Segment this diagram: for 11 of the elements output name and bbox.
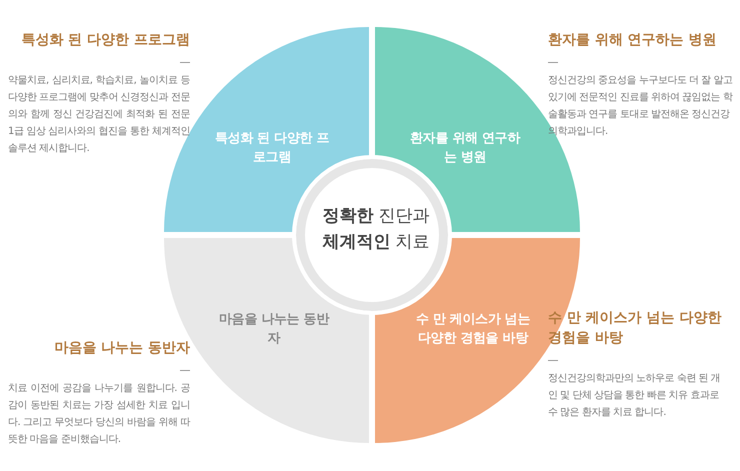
quadrant-label: 마음을 나누는 동반자	[218, 311, 330, 348]
center-label: 정확한 진단과 체계적인 치료	[322, 205, 430, 254]
description-text: 치료 이전에 공감을 나누기를 원합니다. 공감이 동반된 치료는 가장 섬세한 치료 입니다. 그리고 무엇보다 당신의 바람을 위해 따뜻한 마음을 준비했습니다.	[8, 382, 190, 447]
quadrant-label: 수 만 케이스가 넘는 다양한 경험을 바탕	[414, 311, 532, 348]
quadrant-label: 환자를 위해 연구하는 병원	[408, 130, 522, 167]
description-text: 약물치료, 심리치료, 학습치료, 놀이치료 등 다양한 프로그램에 맞추어 신경정신과 전문의와 함께 정신 건강검진에 최적화 된 전문 1급 임상 심리사와의 협진을 통한 체계적인 솔루션 제시합니다.	[8, 74, 190, 156]
description-text: 정신건강의학과만의 노하우로 숙련 된 개인 및 단체 상담을 통한 빠른 치유 효과로 수 많은 환자를 치료 합니다.	[548, 372, 722, 420]
quadrant-label: 특성화 된 다양한 프로그램	[214, 130, 330, 167]
section-heading: 특성화 된 다양한 프로그램	[20, 31, 190, 50]
section-heading: 마음을 나누는 동반자	[53, 339, 190, 358]
section-heading: 환자를 위해 연구하는 병원	[548, 31, 718, 50]
